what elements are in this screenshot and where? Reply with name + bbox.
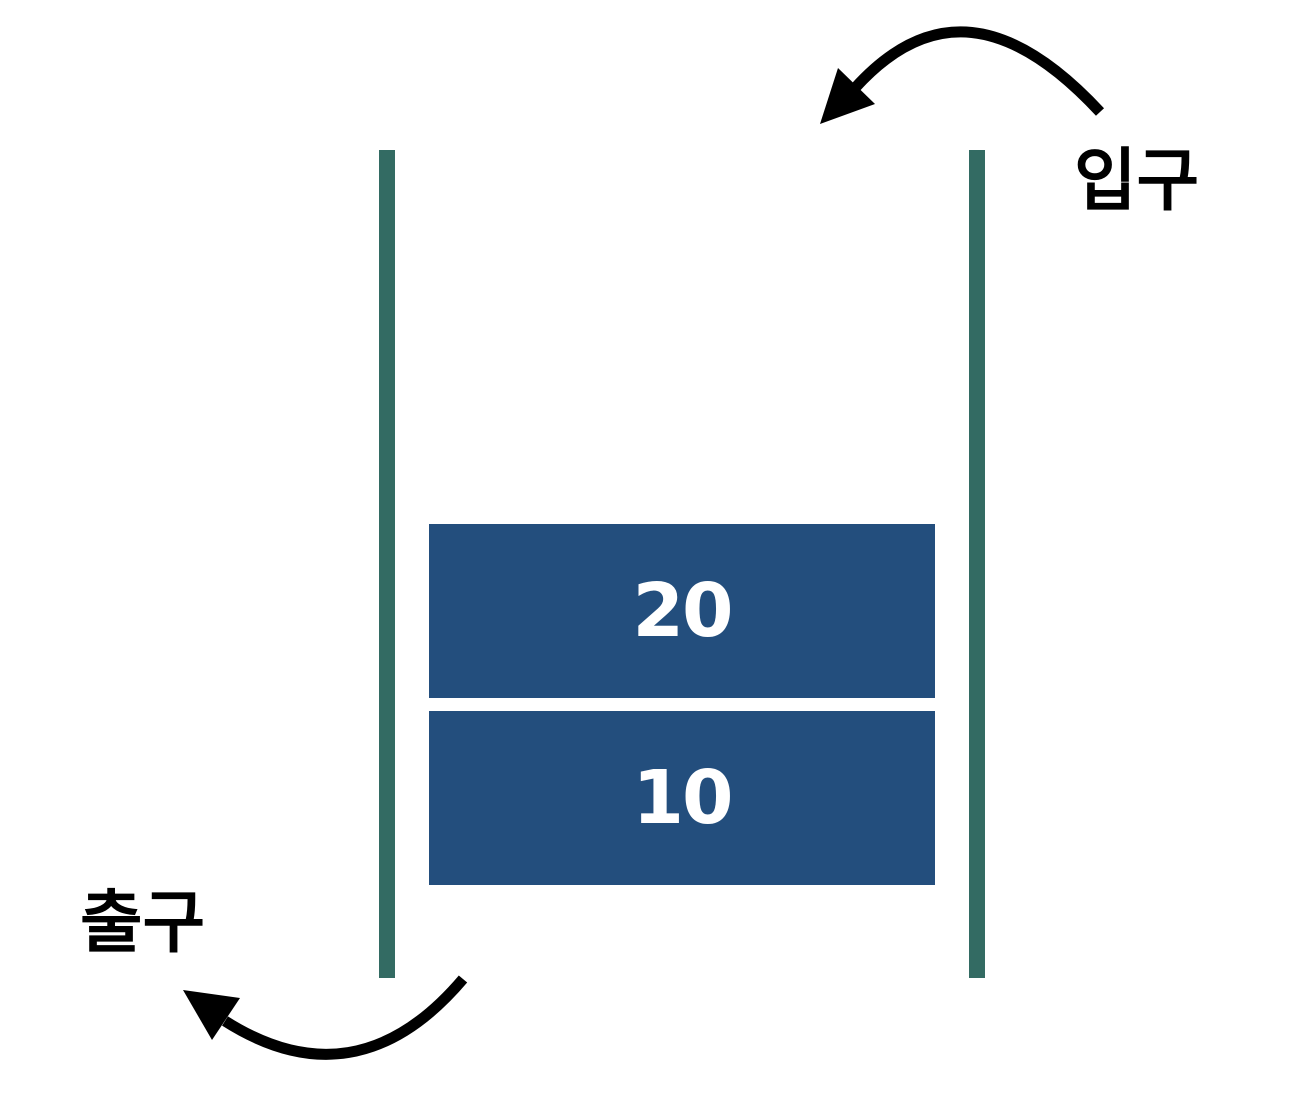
stack-item-value: 20: [632, 568, 734, 654]
stack-right-wall: [969, 150, 985, 978]
exit-arrow-icon: [183, 975, 468, 1060]
stack-item-bottom: 10: [429, 711, 935, 885]
stack-item-value: 10: [632, 755, 734, 841]
stack-left-wall: [379, 150, 395, 978]
entrance-arrow-icon: [820, 26, 1105, 124]
stack-item-top: 20: [429, 524, 935, 698]
exit-label: 출구: [80, 884, 206, 963]
entrance-label: 입구: [1074, 142, 1200, 221]
